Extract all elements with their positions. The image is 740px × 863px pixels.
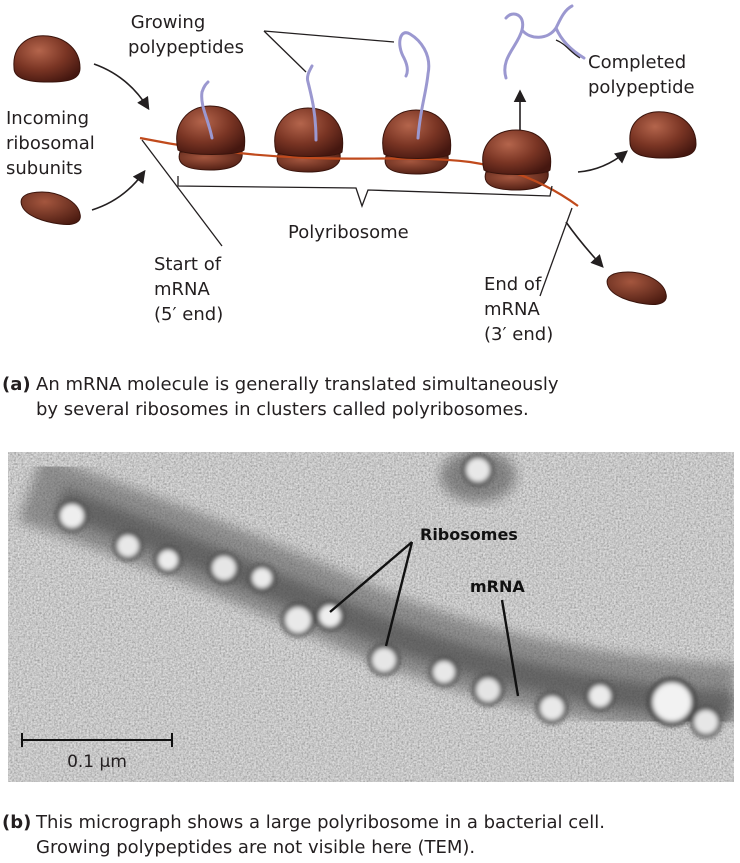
leader-lines <box>141 30 581 297</box>
incoming-small-subunit <box>20 191 81 225</box>
polyribosome-bracket <box>177 176 553 208</box>
caption-b-tag: (b) <box>2 812 31 833</box>
start-label-1: Start of <box>154 254 222 275</box>
arrow-small-to-mrna <box>91 169 146 211</box>
end-label-2: mRNA <box>484 299 541 320</box>
ribosome-3 <box>382 109 452 159</box>
end-label-3: (3′ end) <box>484 324 553 345</box>
scale-bar-label: 0.1 μm <box>67 752 127 772</box>
caption-a-line1: An mRNA molecule is generally translated… <box>36 374 559 395</box>
arrow-release-large <box>577 150 628 173</box>
incoming-large-subunit <box>13 35 81 83</box>
arrow-release-small <box>565 221 604 268</box>
scale-bar <box>21 733 173 747</box>
caption-b-line1: This micrograph shows a large polyriboso… <box>35 812 605 833</box>
released-small-subunit <box>606 271 667 305</box>
ribosome-2 <box>274 107 344 157</box>
tem-mrna-label: mRNA <box>470 577 525 596</box>
start-label-3: (5′ end) <box>154 304 223 325</box>
growing-polypeptides <box>200 31 431 142</box>
growing-label-2: polypeptides <box>128 37 244 58</box>
tem-micrograph <box>8 452 734 782</box>
completed-label-1: Completed <box>588 52 686 73</box>
growing-label-1: Growing <box>131 12 206 33</box>
tem-leader-lines <box>329 541 520 697</box>
incoming-label-3: subunits <box>6 158 82 179</box>
tem-ribosomes-label: Ribosomes <box>420 525 518 544</box>
incoming-label-2: ribosomal <box>6 133 95 154</box>
caption-b-line2: Growing polypeptides are not visible her… <box>36 837 475 858</box>
end-label-1: End of <box>484 274 542 295</box>
tem-ribosome-particles <box>56 454 722 738</box>
released-large-subunit <box>629 111 697 159</box>
panel-a-diagram: Growing polypeptides Completed polypepti… <box>2 4 697 420</box>
incoming-label-1: Incoming <box>6 108 89 129</box>
polyribosome-label: Polyribosome <box>288 222 409 243</box>
caption-a-tag: (a) <box>2 374 31 395</box>
completed-label-2: polypeptide <box>588 77 695 98</box>
ribosome-small-subunits <box>178 151 549 191</box>
completed-polypeptide <box>503 4 586 80</box>
arrow-large-to-mrna <box>93 63 150 111</box>
ribosome-4 <box>482 129 552 175</box>
caption-a-line2: by several ribosomes in clusters called … <box>36 399 529 420</box>
start-label-2: mRNA <box>154 279 211 300</box>
